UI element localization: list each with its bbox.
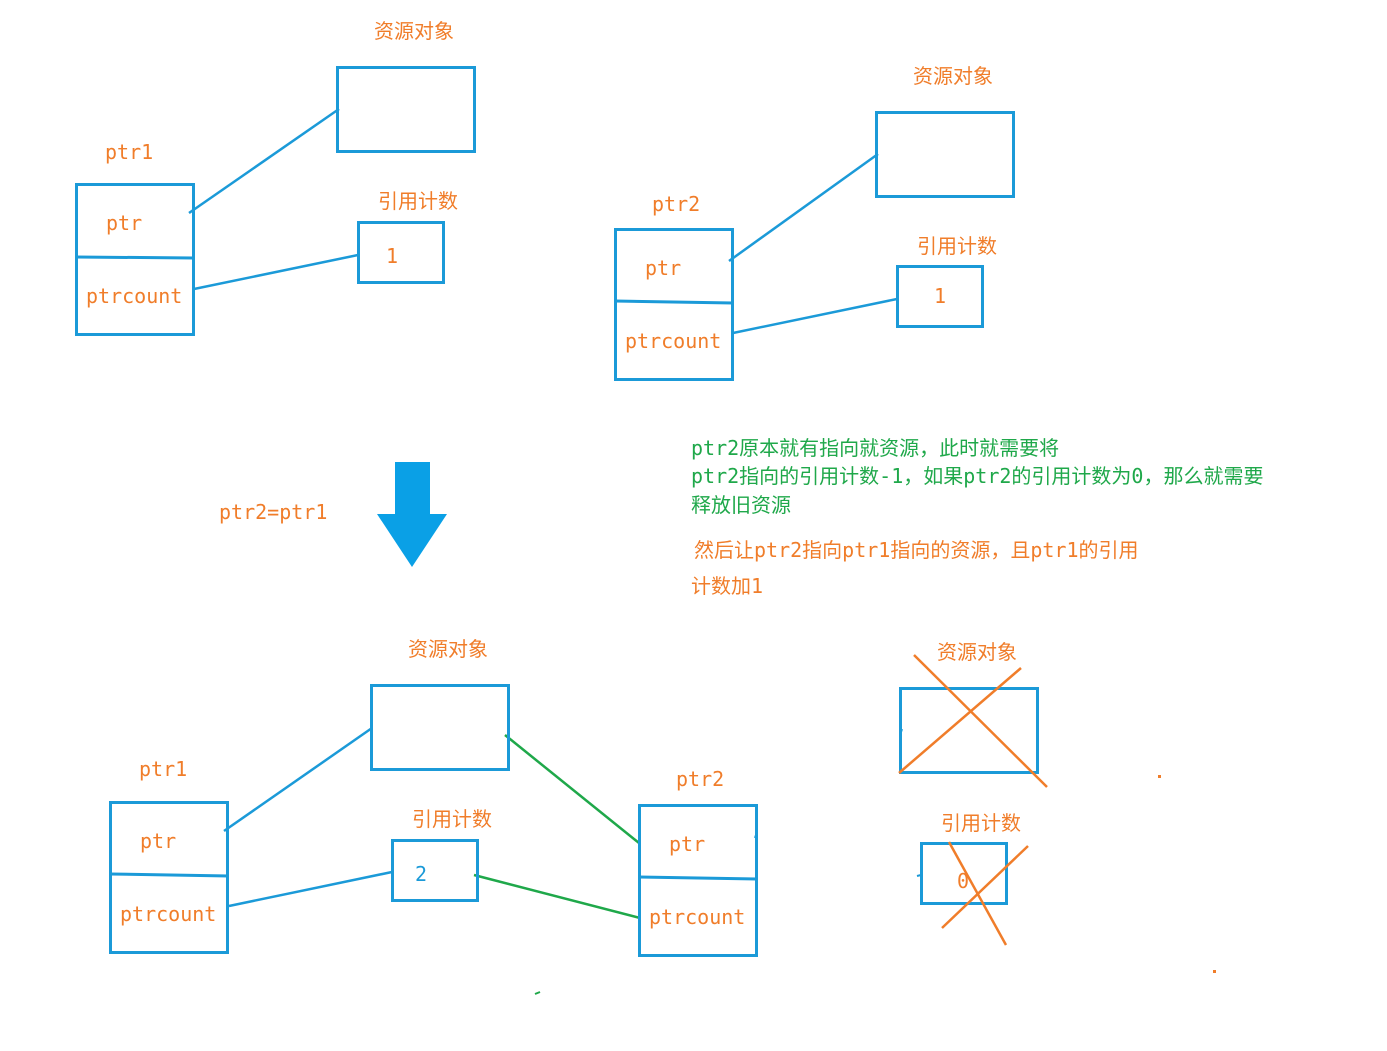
bottom-ptr2-box (638, 804, 758, 957)
assignment-statement: ptr2=ptr1 (219, 500, 328, 524)
freed-resource-box (899, 687, 1039, 774)
stray-dot (1158, 775, 1161, 778)
ptr1-separator-line (75, 255, 195, 260)
bottom-ptr2-to-resource-line (504, 734, 640, 844)
freed-resource-cross-stroke-1 (913, 654, 1048, 788)
bottom-resource-label: 资源对象 (408, 637, 488, 661)
top-left-resource-box (336, 66, 476, 153)
top-left-ptr-box (75, 183, 195, 336)
top-right-count-field: ptrcount (625, 329, 722, 353)
freed-refcount-box (920, 842, 1008, 905)
top-left-refcount-label: 引用计数 (378, 189, 458, 213)
bottom-ptr2-to-refcount-line (473, 873, 641, 920)
explanation-orange-line-1: 然后让ptr2指向ptr1指向的资源，且ptr1的引用 (694, 538, 1139, 562)
top-right-resource-label: 资源对象 (913, 64, 993, 88)
bottom-ptr2-count-field: ptrcount (649, 905, 746, 929)
bottom-resource-box (370, 684, 510, 771)
top-right-ptr-name: ptr2 (652, 192, 701, 216)
bottom-ptr1-ptr-field: ptr (140, 829, 177, 853)
bottom-refcount-label: 引用计数 (412, 807, 492, 831)
freed-refcount-label: 引用计数 (941, 811, 1021, 835)
top-left-ptr-name: ptr1 (105, 140, 154, 164)
bottom-refcount-value: 2 (415, 862, 428, 886)
bottom-ptr1-to-refcount-line (228, 870, 393, 908)
top-right-refcount-box (896, 265, 984, 328)
ptr2-to-resource-line (728, 152, 879, 263)
top-left-count-field: ptrcount (86, 284, 183, 308)
ptr2-to-refcount-line (732, 297, 898, 335)
freed-refcount-cross-stroke-2 (941, 845, 1029, 929)
explanation-green-line-3: 释放旧资源 (691, 493, 791, 517)
bottom-ptr1-to-resource-line (223, 726, 373, 833)
transition-arrow-icon (377, 462, 447, 567)
bottom-ptr1-count-field: ptrcount (120, 902, 217, 926)
stray-dot (1213, 970, 1216, 973)
freed-refcount-value: 0 (957, 869, 970, 893)
bottom-ptr2-ptr-field: ptr (669, 832, 706, 856)
bottom-ptr2-name: ptr2 (676, 767, 725, 791)
freed-resource-label: 资源对象 (937, 640, 1017, 664)
top-left-refcount-box (357, 221, 445, 284)
top-left-refcount-value: 1 (386, 244, 399, 268)
top-right-resource-box (875, 111, 1015, 198)
top-right-ptr-field: ptr (645, 256, 682, 280)
ptr2-separator-line (614, 299, 734, 305)
ptr1-to-refcount-line (193, 253, 359, 291)
ptr1-to-resource-line (188, 107, 340, 215)
explanation-green-line-1: ptr2原本就有指向就资源，此时就需要将 (691, 436, 1060, 460)
top-left-resource-label: 资源对象 (374, 19, 454, 43)
top-right-ptr-box (614, 228, 734, 381)
explanation-orange-line-2: 计数加1 (691, 574, 764, 598)
bottom-ptr1-separator-line (109, 872, 230, 878)
bottom-ptr1-box (109, 801, 229, 954)
bottom-ptr1-name: ptr1 (139, 757, 188, 781)
green-stray-mark (534, 991, 541, 995)
freed-resource-cross-stroke-2 (898, 667, 1022, 774)
bottom-refcount-box (391, 839, 479, 902)
top-right-refcount-value: 1 (934, 284, 947, 308)
top-left-ptr-field: ptr (106, 211, 143, 235)
explanation-green-line-2: ptr2指向的引用计数-1，如果ptr2的引用计数为0，那么就需要 (691, 464, 1264, 488)
top-right-refcount-label: 引用计数 (917, 234, 997, 258)
bottom-ptr2-separator-line (638, 875, 758, 881)
